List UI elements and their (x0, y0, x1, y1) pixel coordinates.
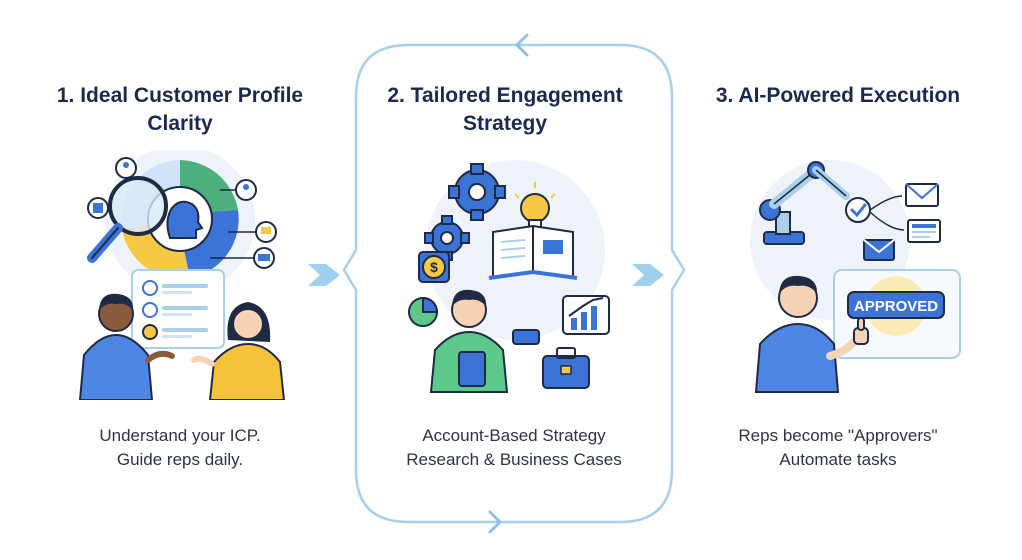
step-1-title-line2: Clarity (147, 112, 213, 135)
checkmark-icon (845, 197, 871, 223)
loop-arrow-top-icon (515, 33, 529, 57)
approved-badge (847, 291, 945, 319)
dollar-icon: $ (418, 251, 450, 283)
envelope-icon (863, 239, 895, 261)
book-icon (488, 224, 578, 280)
step-2-title-line2: Strategy (462, 112, 548, 135)
step-2-desc-line1: Account-Based Strategy (422, 426, 606, 445)
person-analyst (429, 289, 509, 393)
step-3-description: Reps become "Approvers" Automate tasks (688, 424, 988, 472)
step-1-desc-line1: Understand your ICP. (99, 426, 261, 445)
loop-arrow-bottom-icon (488, 510, 502, 534)
svg-text:$: $ (430, 259, 438, 275)
step-3-desc-line1: Reps become "Approvers" (738, 426, 938, 445)
step-2-description: Account-Based Strategy Research & Busine… (364, 424, 664, 472)
bar-chart-icon (562, 295, 610, 335)
magnifier-icon (87, 176, 168, 263)
person-approver (754, 275, 862, 393)
pie-chart-icon (408, 296, 439, 327)
card-icon (512, 329, 540, 345)
step-2-title: 2. Tailored Engagement Strategy (355, 82, 655, 138)
thumbs-up-icon (853, 317, 869, 345)
ai-execution-illustration: APPROVED (750, 160, 961, 393)
icp-illustration (78, 150, 286, 400)
head-profile-icon (166, 200, 204, 239)
person-woman (191, 302, 286, 400)
form-icon (907, 219, 941, 243)
step-1-description: Understand your ICP. Guide reps daily. (30, 424, 330, 472)
step-1-desc-line2: Guide reps daily. (116, 450, 244, 469)
profile-list-panel (131, 269, 225, 349)
robot-arm-icon (759, 161, 850, 245)
tablet-icon (458, 351, 486, 387)
step-2-desc-line2: Research & Business Cases (406, 450, 622, 469)
briefcase-icon (542, 347, 590, 389)
step-3-title-line1: 3. AI-Powered Execution (715, 84, 961, 107)
chevron-right-icon (308, 264, 340, 286)
chevron-right-icon (632, 264, 664, 286)
strategy-illustration: $ (408, 160, 610, 393)
step-1-title-line1: 1. Ideal Customer Profile (56, 84, 304, 107)
step-3-title: 3. AI-Powered Execution (688, 82, 988, 110)
step-2-title-line1: 2. Tailored Engagement (387, 84, 623, 107)
step-3-desc-line2: Automate tasks (779, 450, 897, 469)
envelope-icon (905, 183, 939, 207)
person-man (78, 293, 175, 400)
gear-icon (448, 163, 506, 221)
approved-label: APPROVED (854, 298, 938, 315)
step-1-title: 1. Ideal Customer Profile Clarity (30, 82, 330, 138)
